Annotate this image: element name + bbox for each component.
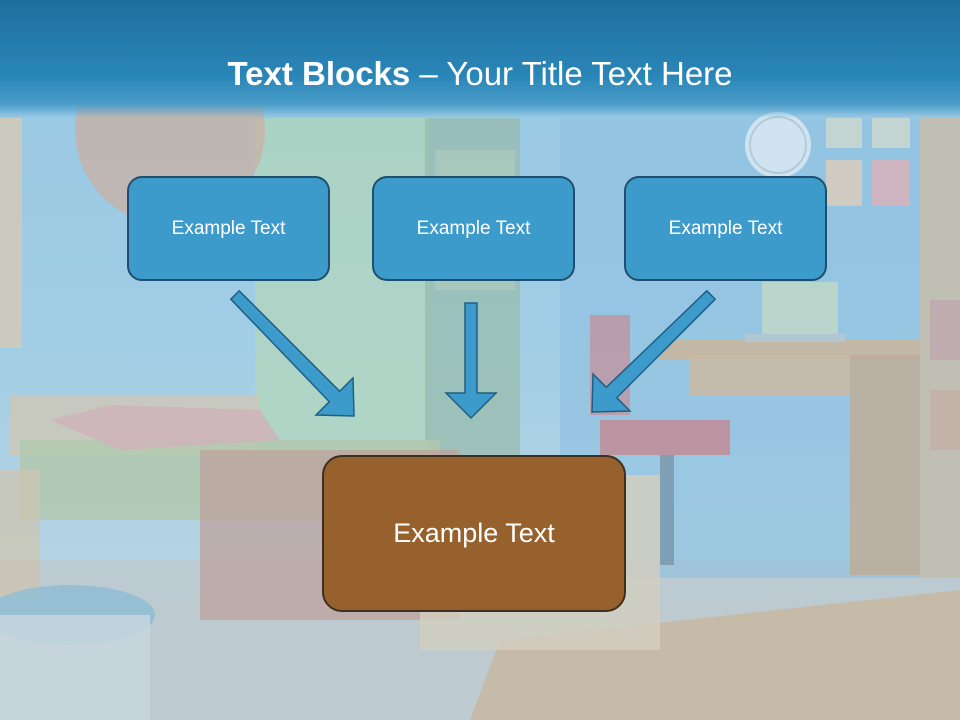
title-dash: – (410, 55, 447, 92)
arrow-left (229, 289, 355, 417)
title-band (0, 0, 960, 118)
slide-title: Text Blocks – Your Title Text Here (0, 52, 960, 96)
arrow-right (591, 289, 717, 413)
text-block-bottom[interactable]: Example Text (322, 455, 626, 612)
text-block-left[interactable]: Example Text (127, 176, 330, 281)
text-block-bottom-label: Example Text (393, 518, 555, 548)
text-block-left-label: Example Text (171, 217, 286, 239)
title-bold: Text Blocks (227, 55, 411, 92)
text-block-right[interactable]: Example Text (624, 176, 827, 281)
text-block-center-label: Example Text (416, 217, 531, 239)
text-block-right-label: Example Text (668, 217, 783, 239)
arrow-center (444, 302, 498, 420)
text-block-center[interactable]: Example Text (372, 176, 575, 281)
title-rest: Your Title Text Here (446, 55, 733, 92)
